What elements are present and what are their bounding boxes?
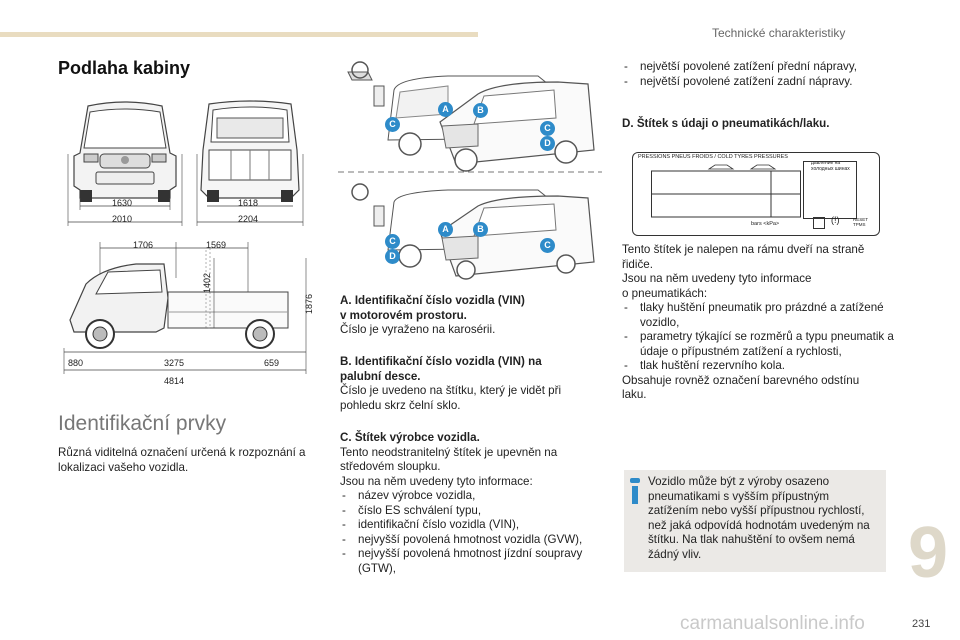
label-c-block: C. Štítek výrobce vozidla. Tento neodstr… <box>340 431 610 576</box>
header-bar <box>0 32 478 37</box>
tyre-label-reset-1: RESET <box>853 217 869 222</box>
info-icon <box>630 478 640 504</box>
list-item: tlak huštění rezervního kola. <box>622 359 894 374</box>
vin-a-text: Číslo je vyraženo na karosérii. <box>340 323 496 336</box>
vin-b-title-2: palubní desce. <box>340 369 421 383</box>
van-illustration-bottom <box>351 183 595 280</box>
tyre-label-right-panel <box>803 161 857 219</box>
tyre-label-reset-2: TPMS <box>853 222 866 227</box>
tyre-label-units: bars <kPa> <box>751 221 780 227</box>
vin-b-block: B. Identifikační číslo vozidla (VIN) na … <box>340 355 602 413</box>
marker-d-top: D <box>540 136 555 151</box>
marker-b-bottom: B <box>473 222 488 237</box>
chapter-number: 9 <box>908 513 949 593</box>
side-dim-2: 1569 <box>206 240 227 250</box>
front-dim-width: 2010 <box>112 214 133 224</box>
vin-b-text-2: pohledu skrz čelní sklo. <box>340 398 461 412</box>
marker-d-bottom: D <box>385 249 400 264</box>
label-d-footer-2: laku. <box>622 388 647 401</box>
marker-a-bottom: A <box>438 222 453 237</box>
side-dim-total-length: 4814 <box>164 376 185 386</box>
list-item: největší povolené zatížení zadní nápravy… <box>622 75 892 90</box>
side-dim-wheelbase: 3275 <box>164 358 185 368</box>
marker-a-top: A <box>438 102 453 117</box>
tyre-label-reset: RESET TPMS <box>853 217 868 227</box>
label-d-text-block: Tento štítek je nalepen na rámu dveří na… <box>622 243 894 403</box>
rear-view-figure <box>196 100 304 226</box>
list-item: tlaky huštění pneumatik pro prázdné a za… <box>622 301 894 330</box>
label-d-footer-1: Obsahuje rovněž označení barevného odstí… <box>622 373 860 387</box>
tyre-label-ru-1: давление на <box>811 160 841 166</box>
marker-c-top-left: C <box>385 117 400 132</box>
side-dim-front-overhang: 880 <box>68 358 84 368</box>
tyre-label-ru-2: холодных шинах <box>811 166 850 172</box>
label-d-title: D. Štítek s údaji o pneumatikách/laku. <box>622 117 830 130</box>
side-dim-1: 1706 <box>133 240 154 250</box>
marker-c-bottom-right: C <box>540 238 555 253</box>
vin-a-title-2: v motorovém prostoru. <box>340 308 467 322</box>
label-c-list: název výrobce vozidla, číslo ES schválen… <box>340 489 610 576</box>
list-item: největší povolené zatížení přední náprav… <box>622 60 892 75</box>
tyre-label-header: PRESSIONS PNEUS FROIDS / COLD TYRES PRES… <box>638 154 788 160</box>
marker-b-top: B <box>473 103 488 118</box>
info-box <box>624 470 886 572</box>
label-d-text-1: Tento štítek je nalepen na rámu dveří na… <box>622 243 865 256</box>
rear-dim-track: 1618 <box>238 198 259 208</box>
list-item: nejvyšší povolená hmotnost vozidla (GVW)… <box>340 533 610 548</box>
label-c-text-2: středovém sloupku. <box>340 460 441 473</box>
label-c-text-1: Tento neodstranitelný štítek je upevněn … <box>340 445 558 459</box>
list-item: identifikační číslo vozidla (VIN), <box>340 518 610 533</box>
floor-section-title: Podlaha kabiny <box>58 58 191 78</box>
tyre-label-table <box>651 164 801 218</box>
label-c-text-3: Jsou na něm uvedeny tyto informace: <box>340 474 533 488</box>
list-item: nejvyšší povolená hmotnost jízdní soupra… <box>340 547 610 576</box>
label-c-continued: největší povolené zatížení přední náprav… <box>622 60 892 89</box>
rear-dim-width: 2204 <box>238 214 259 224</box>
info-box-text: Vozidlo může být z výroby osazeno pneuma… <box>648 475 870 561</box>
list-item: parametry týkající se rozměrů a typu pne… <box>622 330 894 359</box>
vin-b-title-1: B. Identifikační číslo vozidla (VIN) na <box>340 355 542 368</box>
marker-c-bottom-left: C <box>385 234 400 249</box>
side-dim-height-2: 1876 <box>304 293 314 314</box>
list-item: název výrobce vozidla, <box>340 489 610 504</box>
running-header: Technické charakteristiky <box>712 26 846 40</box>
label-d-text-3: Jsou na něm uvedeny tyto informace <box>622 272 812 285</box>
tyre-pressure-label: PRESSIONS PNEUS FROIDS / COLD TYRES PRES… <box>632 152 880 236</box>
van-illustration-top <box>338 61 602 173</box>
label-d-list: tlaky huštění pneumatik pro prázdné a za… <box>622 301 894 374</box>
label-c-title: C. Štítek výrobce vozidla. <box>340 431 480 444</box>
front-dim-track: 1630 <box>112 198 133 208</box>
label-d-text-4: o pneumatikách: <box>622 286 708 300</box>
vin-b-text-1: Číslo je uvedeno na štítku, který je vid… <box>340 384 562 397</box>
vin-a-block: A. Identifikační číslo vozidla (VIN) v m… <box>340 294 602 338</box>
watermark: carmanualsonline.info <box>680 613 865 634</box>
vin-a-title-1: A. Identifikační číslo vozidla (VIN) <box>340 294 525 307</box>
identification-title: Identifikační prvky <box>58 412 227 435</box>
tpms-warning-icon: (!) <box>831 215 840 225</box>
side-dim-height-1: 1402 <box>202 272 212 293</box>
tyre-label-ru: давление на холодных шинах <box>811 160 871 172</box>
tyre-label-paint-box <box>813 217 825 229</box>
side-dim-rear-overhang: 659 <box>264 358 280 368</box>
front-view-figure <box>67 101 183 226</box>
side-view-figure <box>63 242 307 374</box>
page-number: 231 <box>912 618 931 630</box>
identification-intro: Různá viditelná označení určená k rozpoz… <box>58 446 306 474</box>
list-item: číslo ES schválení typu, <box>340 504 610 519</box>
marker-c-top-right: C <box>540 121 555 136</box>
label-d-text-2: řidiče. <box>622 257 653 271</box>
